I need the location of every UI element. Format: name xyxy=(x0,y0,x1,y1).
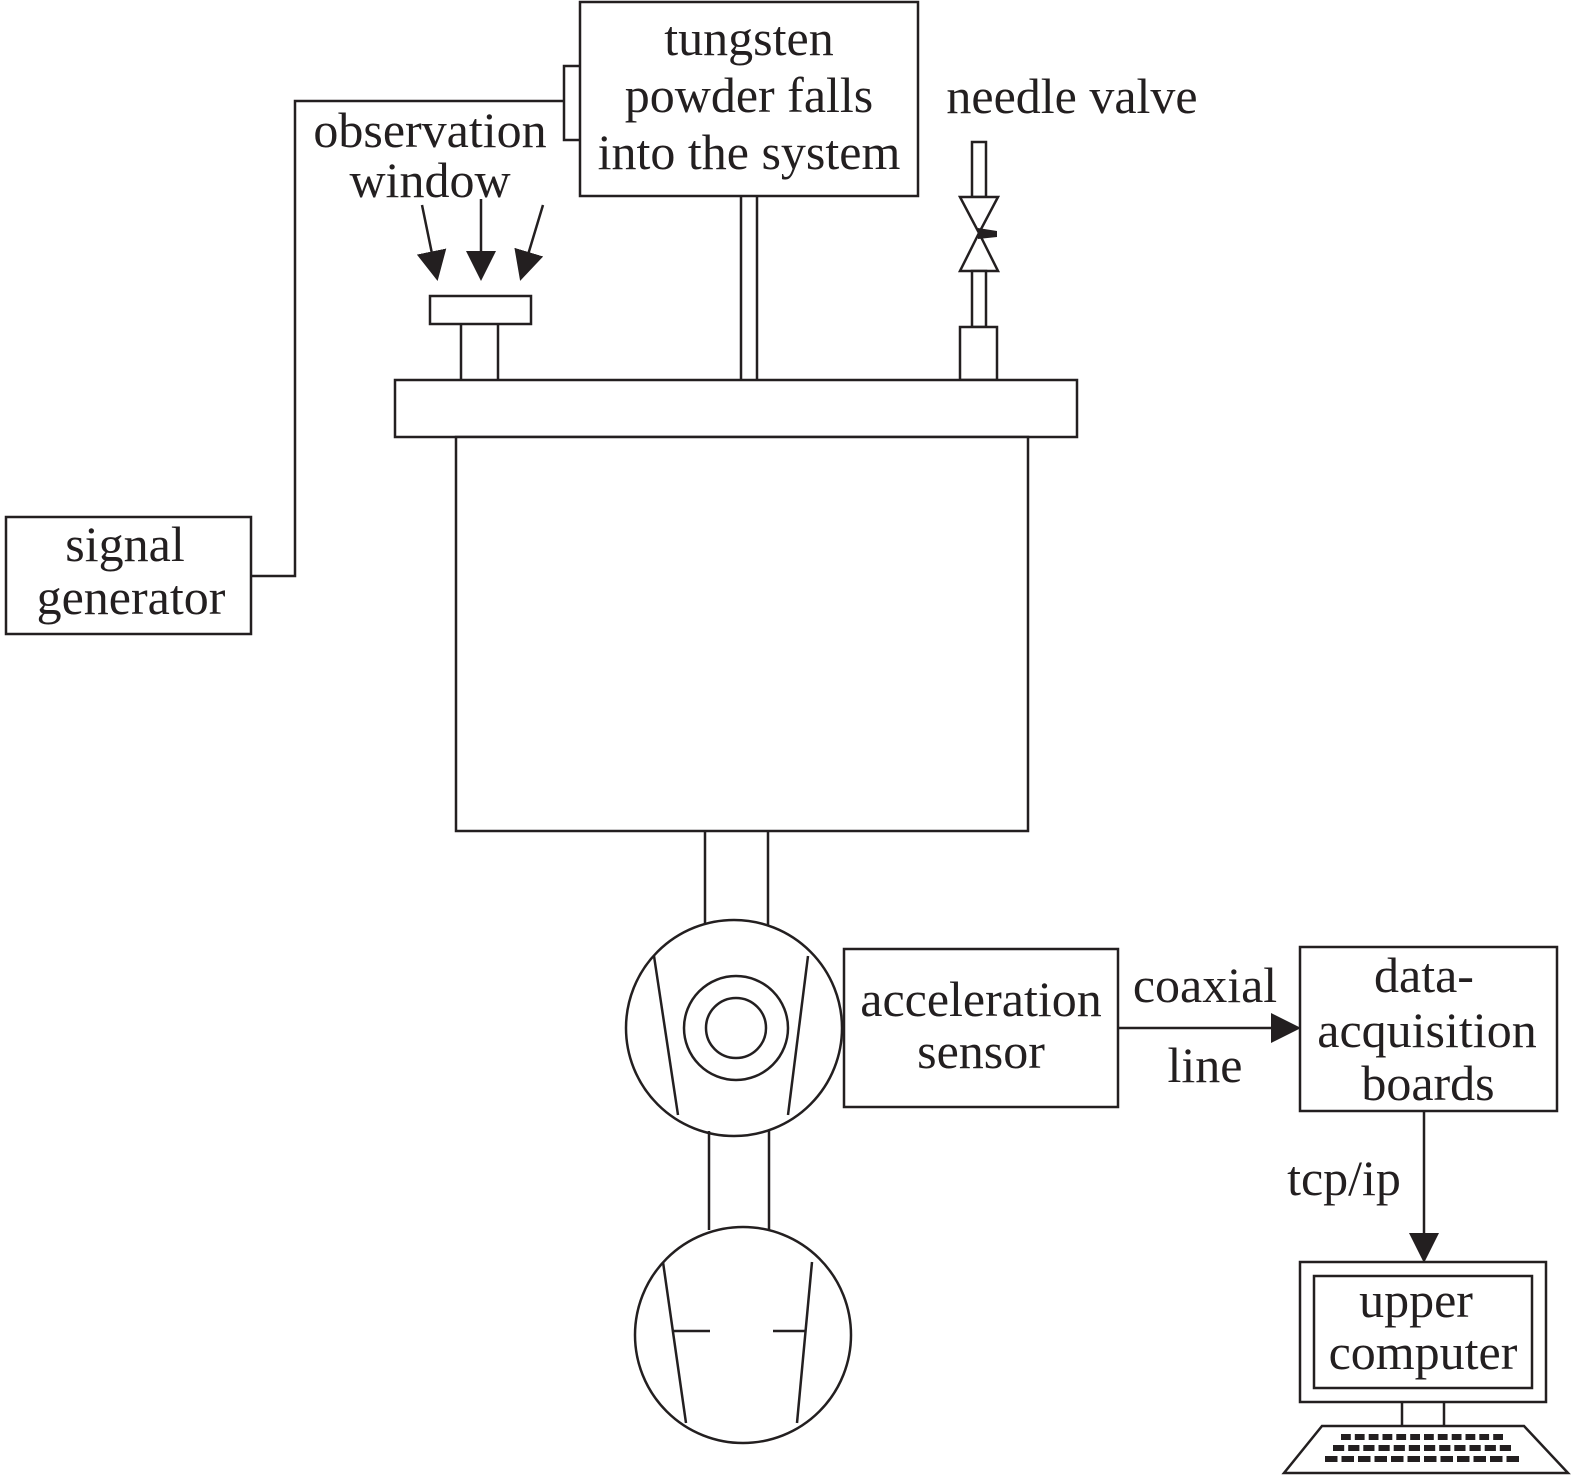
needle-valve: needle valve xyxy=(946,68,1198,382)
upper-flow-section-wall-left xyxy=(652,955,680,1116)
data-acquisition-label-line2: acquisition xyxy=(1317,1002,1536,1058)
tcpip-label: tcp/ip xyxy=(1287,1150,1401,1206)
tungsten-feeder-box xyxy=(578,0,920,198)
acceleration-sensor: acceleration sensor xyxy=(842,947,1120,1109)
keyboard-key xyxy=(1396,1434,1407,1440)
signal-generator-label-line2: generator xyxy=(37,569,226,625)
tungsten-feeder-label-line2: powder falls xyxy=(625,67,874,123)
coaxial-line-label-line1: coaxial xyxy=(1133,957,1277,1013)
keyboard-key xyxy=(1393,1445,1405,1451)
keyboard-key xyxy=(1465,1434,1476,1440)
keyboard-key xyxy=(1378,1445,1390,1451)
keyboard-key xyxy=(1407,1456,1420,1462)
tungsten-feeder: tungsten powder falls into the system xyxy=(562,0,920,380)
keyboard-key xyxy=(1348,1445,1360,1451)
keyboard-key xyxy=(1374,1456,1387,1462)
keyboard-key xyxy=(1457,1456,1470,1462)
lower-flow-section xyxy=(633,1225,853,1445)
needle-valve-handle xyxy=(978,228,997,239)
signal-generator-box xyxy=(4,515,253,636)
keyboard-key xyxy=(1333,1445,1345,1451)
keyboard-key xyxy=(1341,1456,1354,1462)
keyboard-key xyxy=(1363,1445,1375,1451)
needle-valve-stem-top xyxy=(970,140,988,199)
acceleration-sensor-label-line2: sensor xyxy=(917,1023,1045,1079)
data-acquisition-boards-box xyxy=(1298,945,1559,1113)
tcpip-link: tcp/ip xyxy=(1287,1111,1439,1263)
observation-arrow-left xyxy=(416,204,447,281)
keyboard-key xyxy=(1408,1445,1420,1451)
coaxial-line: coaxial line xyxy=(1118,957,1301,1093)
keyboard-key xyxy=(1451,1434,1462,1440)
keyboard-key xyxy=(1354,1434,1365,1440)
keyboard-key xyxy=(1493,1434,1503,1440)
keyboard-key xyxy=(1424,1445,1436,1451)
acceleration-sensor-label-line1: acceleration xyxy=(860,971,1101,1027)
observation-window-label-line2: window xyxy=(349,152,510,208)
upper-flow-section-circle xyxy=(624,918,844,1138)
keyboard-key xyxy=(1358,1456,1371,1462)
keyboard-key xyxy=(1341,1434,1351,1440)
keyboard-key xyxy=(1454,1445,1466,1451)
signal-wire xyxy=(251,99,564,578)
keyboard-key xyxy=(1424,1434,1434,1440)
data-acquisition-boards: data- acquisition boards xyxy=(1298,945,1559,1113)
keyboard-key xyxy=(1325,1456,1338,1462)
needle-valve-fitting xyxy=(958,325,999,382)
keyboard-key xyxy=(1490,1456,1503,1462)
coaxial-line-label-line2: line xyxy=(1168,1037,1243,1093)
keyboard-key xyxy=(1439,1445,1451,1451)
upper-computer-label-line2: computer xyxy=(1329,1324,1518,1380)
keyboard-key xyxy=(1410,1434,1420,1440)
keyboard-key xyxy=(1368,1434,1379,1440)
keyboard-icon xyxy=(1325,1434,1519,1462)
keyboard-key xyxy=(1484,1445,1496,1451)
data-acquisition-label-line1: data- xyxy=(1374,947,1474,1003)
lower-flow-section-wall-left xyxy=(661,1261,688,1424)
keyboard-key xyxy=(1479,1434,1490,1440)
chamber-lid xyxy=(393,378,1079,439)
lower-flow-section-wall-right xyxy=(795,1261,814,1424)
keyboard-key xyxy=(1382,1434,1393,1440)
observation-window-glass xyxy=(428,294,533,326)
data-acquisition-label-line3: boards xyxy=(1361,1055,1494,1111)
sensor-port-inner xyxy=(704,996,768,1060)
signal-generator-label-line1: signal xyxy=(65,516,184,572)
needle-valve-label: needle valve xyxy=(946,68,1197,124)
keyboard-key xyxy=(1499,1445,1511,1451)
keyboard-key xyxy=(1473,1456,1486,1462)
keyboard-key xyxy=(1506,1456,1519,1462)
tungsten-feeder-label-line1: tungsten xyxy=(664,10,833,66)
keyboard-key xyxy=(1437,1434,1448,1440)
laptop-screen-inner xyxy=(1312,1274,1534,1390)
vacuum-chamber xyxy=(393,378,1079,926)
upper-computer: upper computer xyxy=(1281,1260,1571,1475)
chamber-body xyxy=(454,435,1030,833)
keyboard-key xyxy=(1391,1456,1404,1462)
observation-arrow-right xyxy=(514,204,545,281)
upper-flow-section xyxy=(624,918,844,1230)
feeder-signal-connector xyxy=(562,64,580,142)
needle-valve-stem-bottom xyxy=(970,269,988,329)
upper-computer-label-line1: upper xyxy=(1359,1272,1473,1328)
keyboard-key xyxy=(1440,1456,1453,1462)
upper-flow-section-wall-right xyxy=(786,955,810,1116)
lower-flow-section-circle xyxy=(633,1225,853,1445)
observation-window-label-line1: observation xyxy=(313,102,546,158)
keyboard-key xyxy=(1424,1456,1437,1462)
keyboard-key xyxy=(1469,1445,1481,1451)
observation-window: observation window xyxy=(313,102,547,380)
tungsten-feeder-label-line3: into the system xyxy=(598,124,901,180)
sensor-port-outer xyxy=(682,974,790,1082)
signal-generator: signal generator xyxy=(4,99,564,636)
needle-valve-body-upper xyxy=(957,195,1001,236)
